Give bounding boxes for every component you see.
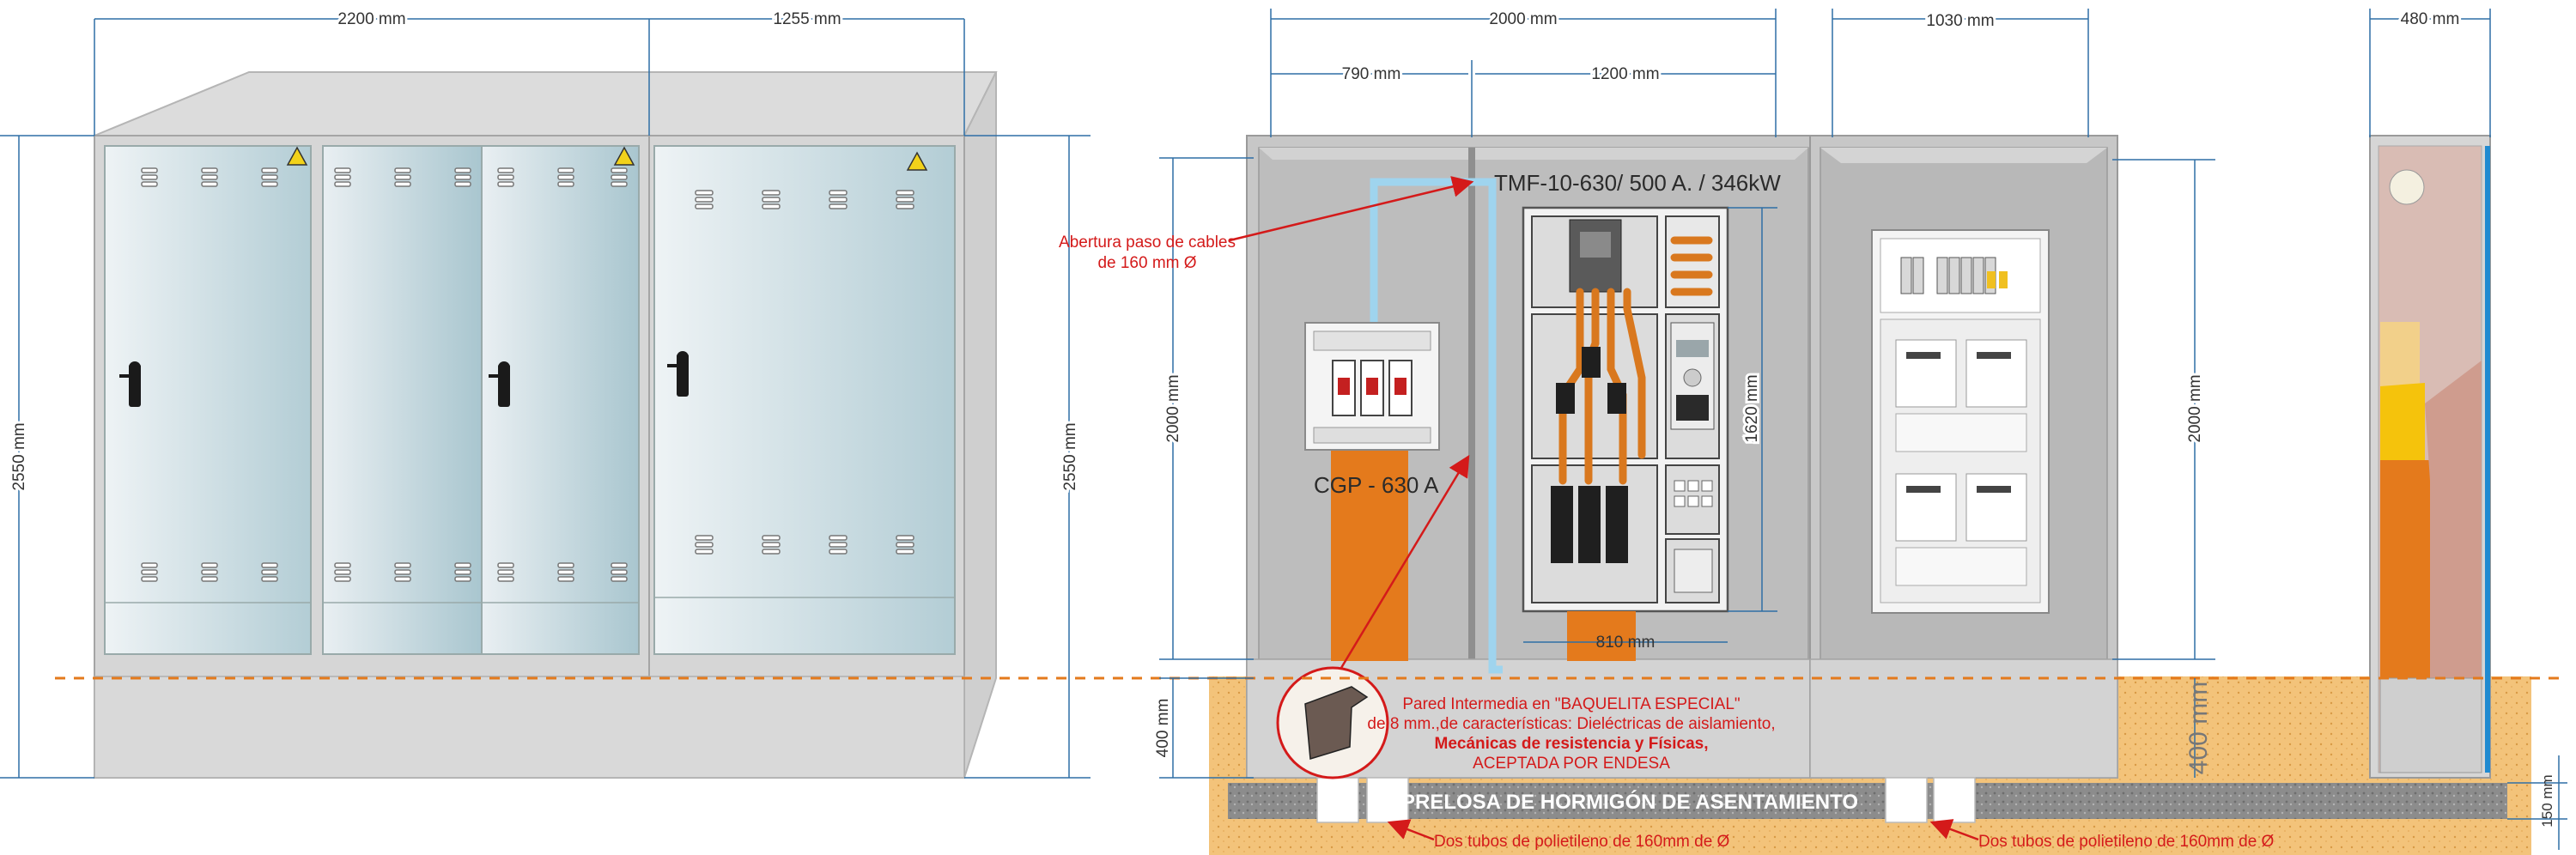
dim-base-height: 400 mm: [1154, 699, 1172, 758]
dim-slab-thickness: 150 mm: [2539, 774, 2555, 827]
tmf-panel: [1522, 206, 1729, 613]
profile-view: [2369, 135, 2491, 779]
concrete-slab: [1228, 783, 2507, 819]
dim-front-width-left: 2200 mm: [337, 10, 405, 28]
dimension-lines: [0, 9, 2567, 850]
callout-arrow: [1340, 454, 1470, 669]
warning-icon: [613, 146, 635, 166]
dim-interior-right: 1200 mm: [1591, 65, 1659, 83]
front-door-4: [653, 145, 956, 655]
callout-arrow: [1387, 819, 1435, 841]
tubes-label-right: Dos tubos de polietileno de 160mm de Ø: [1978, 833, 2275, 851]
warning-icon: [906, 151, 928, 171]
cable-column: [1567, 611, 1636, 661]
front-view: [94, 71, 998, 779]
dim-front-height-left: 2550 mm: [10, 422, 28, 490]
wall-note-line-4: ACEPTADA POR ENDESA: [1473, 755, 1670, 773]
distribution-board: [1871, 229, 2050, 614]
dim-side-width: 1030 mm: [1926, 12, 1994, 30]
handle-icon: [119, 351, 689, 407]
dim-panel-width: 810 mm: [1596, 634, 1656, 652]
dim-profile-width: 480 mm: [2401, 10, 2460, 28]
dim-panel-height: 1620 mm: [1743, 374, 1761, 442]
dim-interior-left: 790 mm: [1342, 65, 1401, 83]
wall-note-line-3: Mecánicas de resistencia y Físicas,: [1435, 735, 1709, 753]
dim-interior-height: 2000 mm: [1164, 374, 1182, 442]
tmf-label: TMF-10-630/ 500 A. / 346kW: [1494, 170, 1781, 196]
callout-arrow: [1229, 176, 1474, 242]
cable-opening-label-2: de 160 mm Ø: [1097, 254, 1196, 272]
cgp-box: [1304, 322, 1440, 451]
dim-side-base-height: 400 mm: [2184, 682, 2213, 774]
dim-front-width-right: 1255 mm: [773, 10, 841, 28]
dim-interior-total: 2000 mm: [1489, 10, 1557, 28]
tubes-label-left: Dos tubos de polietileno de 160mm de Ø: [1434, 833, 1730, 851]
interior-view: [1209, 135, 2531, 855]
wall-note-line-1: Pared Intermedia en "BAQUELITA ESPECIAL": [1402, 695, 1740, 713]
dim-front-height-right: 2550 mm: [1061, 422, 1079, 490]
cgp-label: CGP - 630 A: [1314, 472, 1439, 498]
warning-icon: [286, 146, 308, 166]
dim-side-height: 2000 mm: [2186, 374, 2204, 442]
wall-note-line-2: de 8 mm.,de características: Dieléctrica…: [1367, 715, 1775, 733]
callout-arrow: [1929, 819, 1979, 841]
cable-column: [1331, 448, 1408, 661]
cable-opening-label-1: Abertura paso de cables: [1059, 233, 1236, 252]
slab-label: PRELOSA DE HORMIGÓN DE ASENTAMIENTO: [1401, 790, 1858, 814]
